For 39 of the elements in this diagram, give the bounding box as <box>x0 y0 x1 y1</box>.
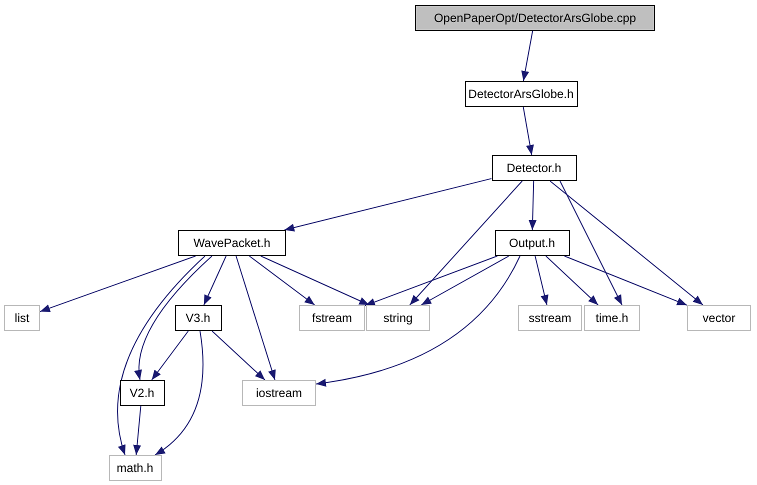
arrow <box>212 330 266 380</box>
arrow <box>134 256 212 380</box>
file-box: time.h <box>584 305 640 331</box>
file-box: WavePacket.h <box>178 230 286 256</box>
arrow <box>364 256 498 306</box>
file-box: V3.h <box>174 305 222 331</box>
arrow <box>564 256 688 306</box>
arrow <box>522 106 534 156</box>
file-box: math.h <box>108 455 162 481</box>
file-box: OpenPaperOpt/DetectorArsGlobe.cpp <box>415 5 655 31</box>
arrow <box>40 256 196 312</box>
file-box: sstream <box>518 305 582 331</box>
arrow <box>154 330 204 456</box>
file-box: Output.h <box>494 230 570 256</box>
file-box: DetectorArsGlobe.h <box>464 81 578 107</box>
file-box: iostream <box>242 380 316 406</box>
arrow <box>248 256 316 306</box>
arrow <box>521 30 534 82</box>
file-box: Detector.h <box>492 155 576 181</box>
file-box: V2.h <box>120 380 164 406</box>
arrow <box>316 256 520 386</box>
arrow <box>133 406 142 456</box>
file-box: list <box>4 305 40 331</box>
arrow <box>550 180 704 306</box>
arrow <box>534 256 548 306</box>
arrow <box>260 256 370 306</box>
arrow <box>117 256 206 456</box>
file-box: fstream <box>299 305 365 331</box>
arrow <box>151 330 189 380</box>
arrow <box>545 256 599 306</box>
arrow <box>284 178 492 232</box>
arrow <box>236 256 276 380</box>
arrow <box>409 180 523 306</box>
arrow <box>560 180 622 306</box>
arrow <box>203 256 227 306</box>
arrow <box>528 180 537 230</box>
file-box: vector <box>687 305 751 331</box>
file-box: string <box>366 305 430 331</box>
arrow <box>420 256 510 306</box>
